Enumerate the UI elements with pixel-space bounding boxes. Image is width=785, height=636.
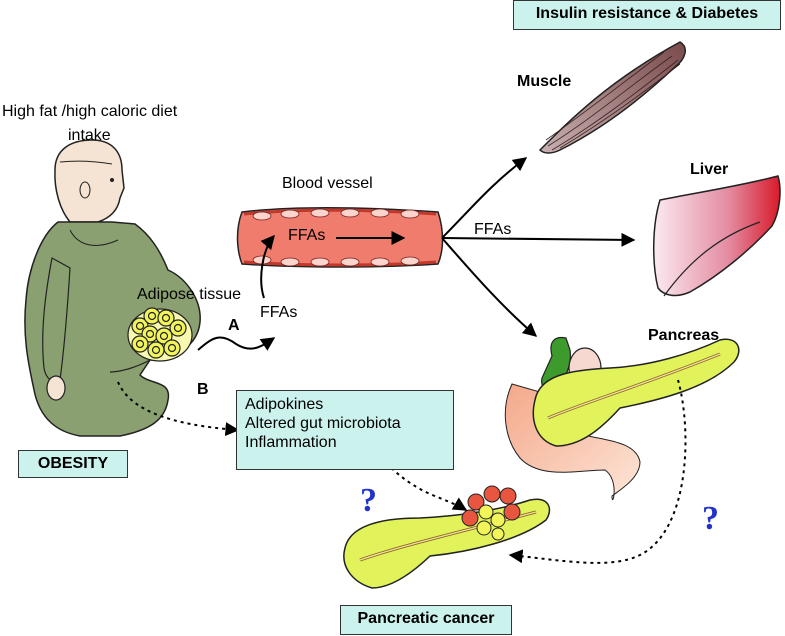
diet-label-line2: intake	[68, 127, 111, 144]
factor-inflammation: Inflammation	[245, 434, 337, 451]
cancerous-pancreas-illustration	[343, 485, 551, 589]
liver-ffas-label: FFAs	[474, 221, 512, 238]
path-a-label: A	[228, 317, 240, 334]
pancreatic-cancer-title: Pancreatic cancer	[357, 610, 495, 627]
blood-vessel-label: Blood vessel	[282, 175, 373, 192]
factors-box: Adipokines Altered gut microbiota Inflam…	[236, 390, 454, 470]
arrow-path-a	[197, 336, 276, 351]
pancreas-illustration	[504, 336, 740, 500]
obesity-box: OBESITY	[18, 450, 128, 478]
pancreas-label: Pancreas	[648, 327, 720, 344]
arrow-pancreas-to-cancer	[508, 379, 687, 564]
arrow-path-b	[117, 381, 240, 437]
liver-label: Liver	[690, 161, 729, 178]
vessel-ffas-label: FFAs	[288, 227, 326, 244]
adipose-tissue-label: Adipose tissue	[137, 286, 242, 303]
obese-person-illustration	[24, 139, 201, 437]
muscle-label: Muscle	[517, 73, 572, 90]
adipose-ffas-label: FFAs	[260, 304, 298, 321]
arrows	[197, 157, 636, 351]
insulin-resistance-box: Insulin resistance & Diabetes	[513, 0, 781, 30]
factor-adipokines: Adipokines	[245, 396, 324, 413]
arrow-to-muscle	[441, 157, 528, 239]
diet-label-line1: High fat /high caloric diet	[2, 103, 178, 120]
pancreatic-cancer-box: Pancreatic cancer	[340, 605, 512, 635]
path-b-label: B	[197, 381, 209, 398]
arrow-ffas-into-vessel	[260, 234, 275, 299]
question-mark-left: ?	[360, 482, 377, 519]
insulin-resistance-title: Insulin resistance & Diabetes	[535, 5, 759, 22]
obesity-title: OBESITY	[37, 455, 109, 472]
dotted-arrows	[117, 379, 687, 564]
adipose-tissue-illustration	[127, 307, 193, 362]
muscle-illustration	[538, 41, 686, 154]
liver-illustration	[653, 175, 781, 297]
arrow-to-liver	[441, 232, 636, 247]
arrow-to-pancreas	[441, 237, 538, 337]
question-mark-right: ?	[702, 500, 719, 537]
factor-gut-microbiota: Altered gut microbiota	[245, 415, 401, 432]
